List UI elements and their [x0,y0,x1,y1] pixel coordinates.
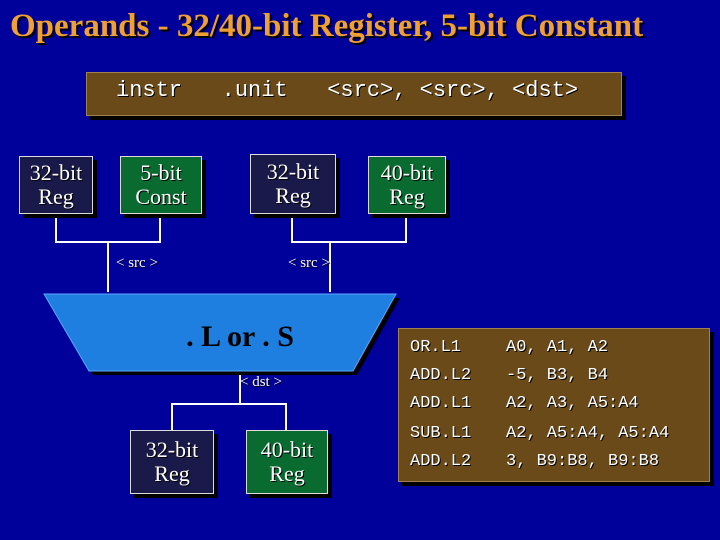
example-op: ADD.L2 [410,366,472,385]
example-op: ADD.L1 [410,394,472,413]
syntax-box [86,72,622,116]
example-args: -5, B3, B4 [506,366,609,385]
src-label-2: < src > [288,255,330,271]
dst-connector [171,403,287,430]
src2-connector [291,212,407,243]
examples-box [398,328,710,482]
src-label-1: < src > [116,255,158,271]
example-args: A0, A1, A2 [506,338,609,357]
example-op: SUB.L1 [410,424,472,443]
instruction-syntax: instr .unit <src>, <src>, <dst> [116,78,579,103]
example-op: OR.L1 [410,338,462,357]
dst-label: < dst > [240,374,282,390]
functional-unit [43,293,397,372]
example-args: A2, A5:A4, A5:A4 [506,424,670,443]
example-op: ADD.L2 [410,452,472,471]
unit-label: . L or . S [186,320,294,353]
example-args: 3, B9:B8, B9:B8 [506,452,660,471]
example-args: A2, A3, A5:A4 [506,394,639,413]
src1-connector [55,212,161,243]
slide-title: Operands - 32/40-bit Register, 5-bit Con… [10,8,644,44]
